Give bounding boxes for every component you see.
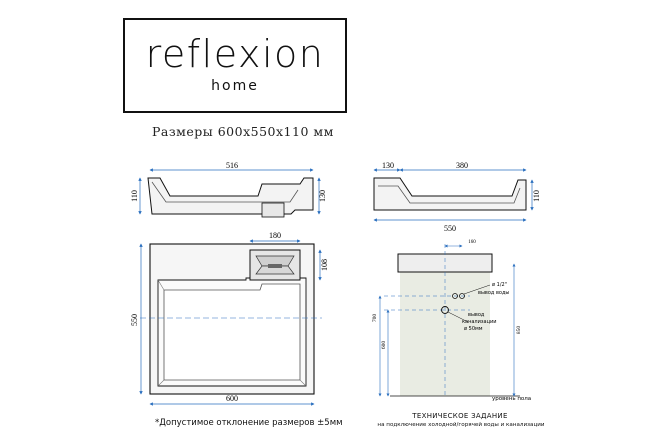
logo-subtitle: home: [211, 78, 259, 94]
plan-view: [139, 239, 322, 406]
dim-plan-left: 550: [130, 314, 139, 326]
drain-label-2: канализации: [462, 319, 497, 325]
dim-plan-tray-h: 108: [320, 259, 329, 271]
spec-subtitle: на подключение холодной/горячей воды и к…: [377, 422, 545, 428]
dim-plan-bottom: 600: [226, 394, 238, 403]
brand-logo: reflexion home: [123, 18, 347, 113]
dimensions-title: Размеры 600х550х110 мм: [152, 124, 334, 139]
front-section-view: [138, 168, 321, 218]
dim-tech-top: 160: [468, 240, 476, 245]
water-outlet-size: ø 1/2": [492, 282, 507, 288]
dim-side-b: 380: [456, 161, 468, 170]
connection-spec-view: [378, 244, 520, 398]
dim-front-right: 130: [318, 190, 327, 202]
side-section-view: [373, 168, 534, 222]
drain-label-1: вывод: [468, 312, 485, 318]
dim-plan-tray-w: 180: [269, 231, 281, 240]
water-outlet-label: вывод воды: [478, 290, 509, 296]
dim-tech-700: 700: [372, 314, 378, 323]
dim-tech-850: 850: [516, 326, 522, 335]
dim-side-right: 110: [532, 190, 541, 202]
dim-front-left: 110: [130, 190, 139, 202]
tolerance-note: *Допустимое отклонение размеров ±5мм: [155, 418, 343, 428]
dim-front-top: 516: [226, 161, 238, 170]
dim-side-bottom: 550: [444, 224, 456, 233]
floor-level-label: уровень пола: [492, 396, 531, 402]
spec-title: ТЕХНИЧЕСКОЕ ЗАДАНИЕ: [412, 412, 508, 420]
dim-tech-600: 600: [381, 341, 387, 350]
drain-size: ø 50мм: [464, 326, 483, 332]
dim-side-a: 130: [382, 161, 394, 170]
logo-wordmark: reflexion: [145, 32, 325, 76]
